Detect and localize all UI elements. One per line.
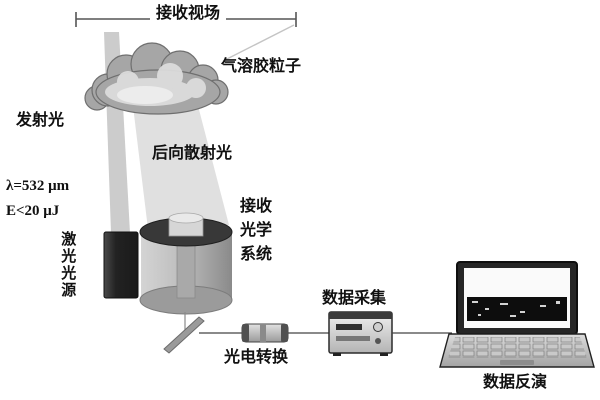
label-data-acquisition: 数据采集 [322, 290, 387, 307]
label-pulse-energy: E<20 μJ [6, 203, 60, 219]
photoelectric-converter [241, 323, 289, 343]
label-aerosol-particles: 气溶胶粒子 [221, 58, 302, 75]
cloud-highlights [105, 63, 206, 106]
label-backscattered-light: 后向散射光 [152, 145, 233, 162]
folding-mirror [163, 316, 205, 354]
laptop [439, 261, 595, 368]
daq-box [328, 311, 393, 356]
label-data-inversion: 数据反演 [483, 374, 548, 391]
laser-source-box [103, 231, 139, 299]
fov-edge-line [222, 24, 295, 62]
telescope-cylinder [139, 212, 233, 315]
label-photoelectric-conversion: 光电转换 [224, 349, 289, 366]
label-laser-source: 激光光源 [59, 231, 76, 299]
label-emitted-light: 发射光 [16, 112, 65, 129]
laptop-screen-data-band [467, 297, 567, 321]
label-receiver-optics: 接收光学系统 [240, 198, 273, 263]
label-wavelength: λ=532 μm [6, 178, 70, 194]
label-receiving-fov: 接收视场 [150, 5, 227, 24]
backscatter-cone [132, 98, 229, 229]
